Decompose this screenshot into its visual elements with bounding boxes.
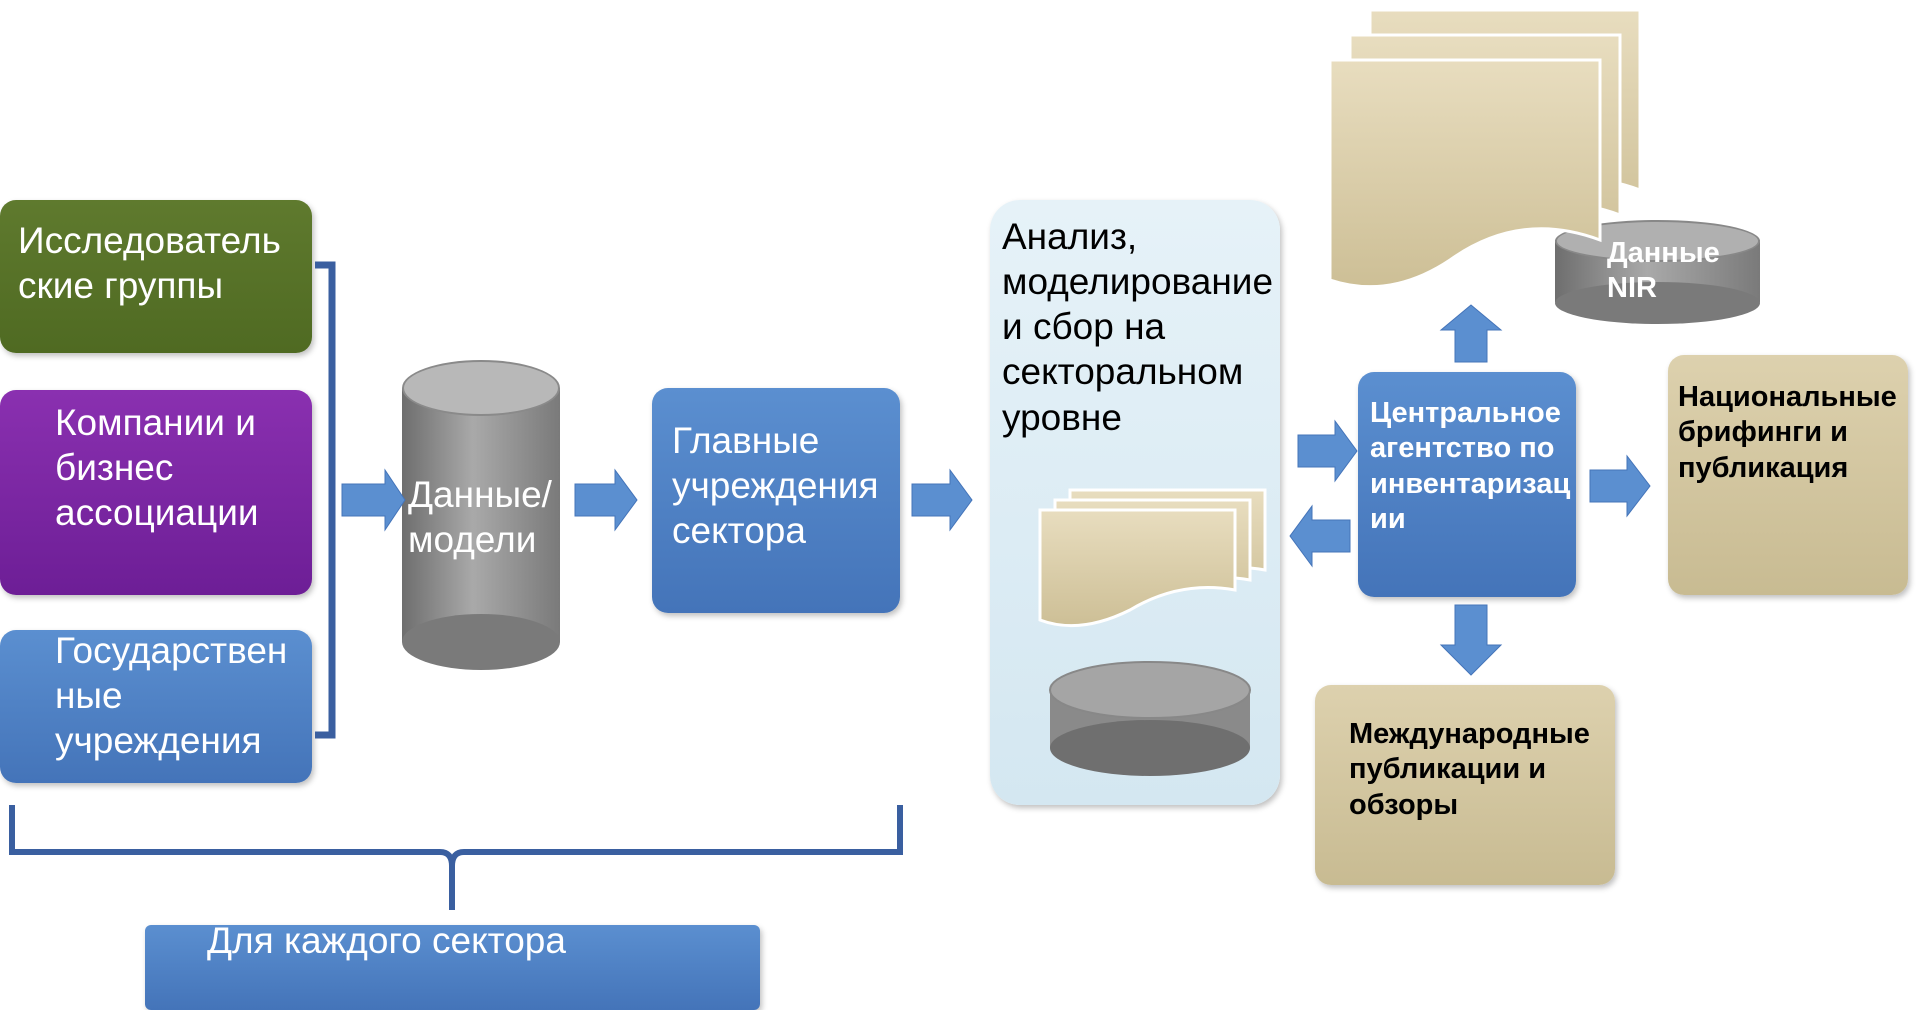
- arrow-analysis-to-agency: [1297, 419, 1358, 483]
- nir-data-label: Данные NIR: [1607, 237, 1720, 305]
- sectoral-database-icon: [1049, 661, 1251, 776]
- international-label: Международные публикации и обзоры: [1349, 718, 1590, 821]
- nir-data-cylinder: [1555, 220, 1760, 325]
- national-briefings-label: Национальные брифинги и публикация: [1678, 381, 1897, 484]
- government-box: Государствен ные учреждения: [0, 630, 312, 783]
- central-agency-label: Центральное агентство по инвентаризац ии: [1370, 397, 1571, 536]
- companies-box: Компании и бизнес ассоциации: [0, 390, 312, 595]
- international-box: Международные публикации и обзоры: [1315, 685, 1615, 885]
- sectoral-document-icon: [1038, 488, 1267, 628]
- arrow-agency-to-briefings: [1589, 454, 1651, 518]
- data-models-cylinder: [402, 360, 560, 670]
- arrow-data-to-institutions: [574, 468, 638, 532]
- arrow-institutions-to-analysis: [911, 468, 973, 532]
- national-briefings-box: [1668, 355, 1908, 595]
- bottom-bracket: [9, 805, 903, 910]
- arrow-agency-to-analysis: [1289, 504, 1351, 568]
- government-label: Государствен ные учреждения: [55, 630, 288, 762]
- each-sector-label: Для каждого сектора: [207, 920, 566, 961]
- arrow-sources-to-data: [341, 468, 406, 532]
- sectoral-analysis-label: Анализ, моделирование и сбор на секторал…: [1002, 216, 1274, 438]
- data-models-label: Данные/ модели: [408, 474, 552, 561]
- companies-label: Компании и бизнес ассоциации: [55, 402, 259, 534]
- main-institutions-label: Главные учреждения сектора: [672, 420, 879, 552]
- cross-sectoral-document-icon: [1328, 8, 1642, 289]
- main-institutions-box: Главные учреждения сектора: [652, 388, 900, 613]
- source-bracket: [315, 261, 336, 739]
- each-sector-box: [145, 925, 760, 1010]
- arrow-agency-to-nir: [1439, 304, 1503, 363]
- research-groups-label: Исследователь ские группы: [18, 220, 281, 307]
- central-agency-box: Центральное агентство по инвентаризац ии: [1358, 372, 1576, 597]
- arrow-agency-to-international: [1439, 604, 1503, 676]
- research-groups-box: Исследователь ские группы: [0, 200, 312, 353]
